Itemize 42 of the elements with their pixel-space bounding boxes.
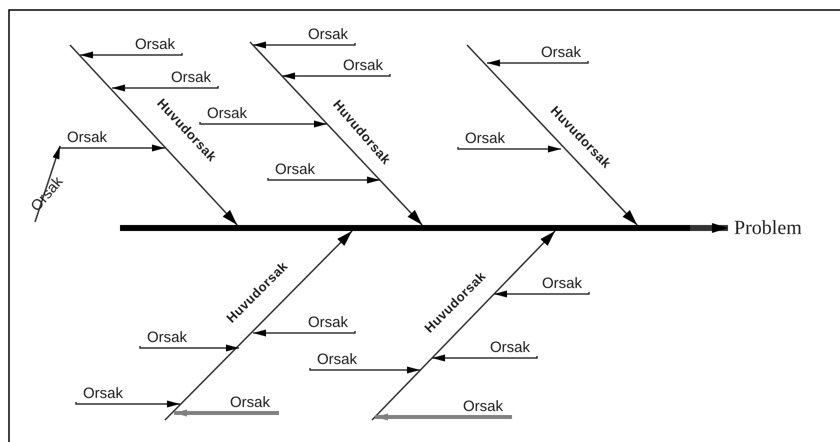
- cause-label: Orsak: [67, 130, 107, 145]
- arrow: [690, 223, 728, 233]
- arrow: [466, 44, 638, 226]
- arrow: [164, 230, 353, 421]
- spine-bar: [120, 225, 690, 231]
- arrow: [432, 354, 538, 362]
- arrow: [139, 344, 239, 352]
- arrow: [69, 44, 238, 226]
- cause-label: Orsak: [343, 58, 383, 73]
- arrow: [457, 146, 561, 152]
- cause-label: Orsak: [542, 276, 582, 291]
- cause-label: Orsak: [308, 315, 348, 330]
- arrow: [174, 410, 279, 416]
- arrow: [371, 230, 556, 421]
- problem-label: Problem: [734, 216, 802, 240]
- cause-label: Orsak: [490, 340, 530, 355]
- cause-label: Orsak: [83, 386, 123, 401]
- arrow: [34, 146, 61, 222]
- cause-label: Orsak: [317, 352, 357, 367]
- arrow: [494, 290, 590, 298]
- cause-label: Orsak: [463, 399, 503, 414]
- arrow: [282, 72, 391, 80]
- arrow: [309, 366, 420, 374]
- cause-label: Orsak: [135, 37, 175, 52]
- cause-label: Orsak: [230, 395, 270, 410]
- arrow: [253, 330, 356, 336]
- cause-label: Orsak: [541, 45, 581, 60]
- arrow: [80, 52, 183, 58]
- cause-label: Orsak: [308, 27, 348, 42]
- cause-label: Orsak: [275, 162, 315, 177]
- cause-label: Orsak: [171, 70, 211, 85]
- arrow: [59, 144, 165, 152]
- arrow: [253, 42, 356, 48]
- arrow: [75, 400, 180, 408]
- arrow: [199, 120, 327, 128]
- arrow: [487, 60, 589, 66]
- arrow: [249, 41, 423, 226]
- cause-label: Orsak: [465, 131, 505, 146]
- cause-label: Orsak: [147, 330, 187, 345]
- arrow: [112, 84, 219, 92]
- arrow: [375, 414, 512, 420]
- arrow: [267, 176, 380, 184]
